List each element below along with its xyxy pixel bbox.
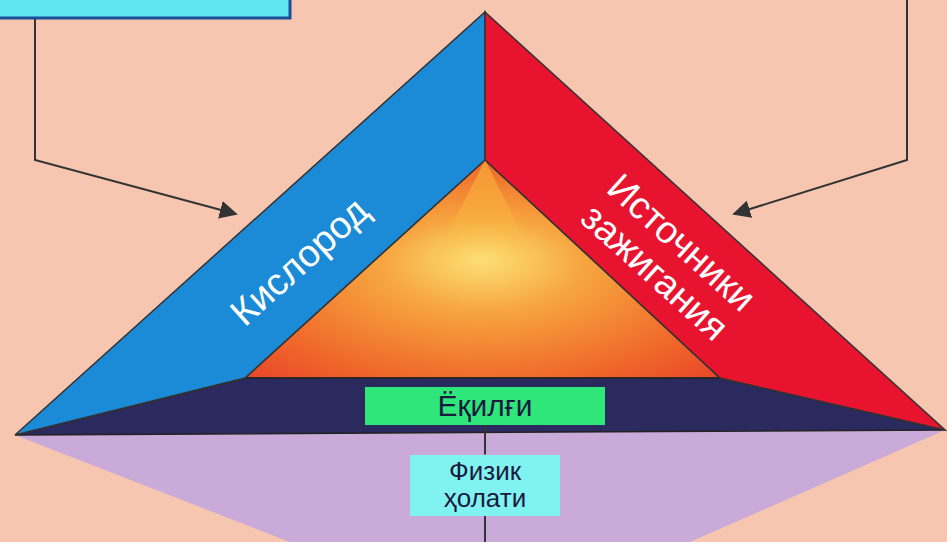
box-label: Физик ҳолати bbox=[444, 458, 526, 513]
state-box: Физик ҳолати bbox=[410, 455, 560, 516]
face-polygon bbox=[15, 12, 485, 435]
top-box bbox=[0, 0, 290, 18]
connector-line bbox=[484, 425, 486, 455]
leader-arrow bbox=[734, 0, 907, 214]
lower-wedge bbox=[15, 430, 945, 542]
box-label: Ёқилғи bbox=[437, 390, 532, 422]
face-shape bbox=[485, 12, 945, 430]
oxygen-face: Кислород bbox=[15, 12, 485, 435]
face-polygon bbox=[485, 12, 945, 430]
leader-arrow bbox=[35, 19, 236, 214]
fuel-box: Ёқилғи bbox=[365, 387, 605, 425]
ignition-face: Источники зажигания bbox=[485, 12, 945, 430]
face-shape bbox=[15, 12, 485, 435]
lower-line bbox=[484, 515, 486, 542]
